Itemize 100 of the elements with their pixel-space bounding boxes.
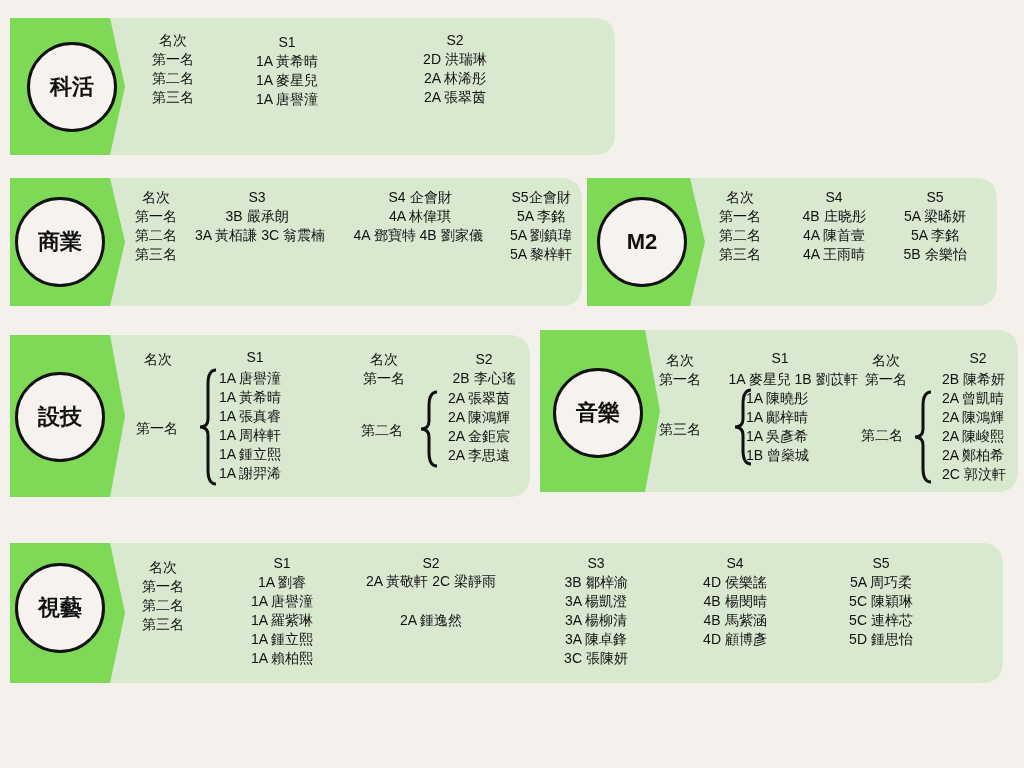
table-cell-text: S5企會財 bbox=[511, 188, 571, 206]
table-cell-text: 1A 黃希晴 bbox=[219, 388, 282, 406]
table-cell-text: S3 bbox=[248, 188, 266, 206]
table-cell-text: 5A 李銘 bbox=[910, 226, 960, 244]
table-cell-text: 4B 馬紫涵 bbox=[703, 611, 767, 629]
table-cell-text: S2 bbox=[475, 350, 493, 368]
table-cell-text: S5 bbox=[926, 188, 944, 206]
table-cell-text: 名次 bbox=[149, 558, 177, 576]
table-cell-text: S2 bbox=[422, 554, 440, 572]
table-cell-text: 5C 陳穎琳 bbox=[849, 592, 913, 610]
table-cell-text: 第二名 bbox=[135, 226, 177, 244]
table-cell-text: 第一名 bbox=[363, 369, 405, 387]
table-cell-text: 2A 鄭柏希 bbox=[942, 446, 1005, 464]
table-cell-text: 5B 余樂怡 bbox=[903, 245, 967, 263]
table-cell-text: 5A 梁晞妍 bbox=[903, 207, 967, 225]
table-cell-text: 5A 劉鎮瑋 bbox=[509, 226, 573, 244]
table-cell-text: 1A 陳曉彤 bbox=[746, 389, 809, 407]
table-cell-text: 第三名 bbox=[719, 245, 761, 263]
table-cell-text: 第一名 bbox=[136, 419, 178, 437]
table-cell-text: 1A 麥星兒 1B 劉苡軒 bbox=[728, 370, 858, 388]
table-cell-text: 2A 金鉅宸 bbox=[448, 427, 511, 445]
table-cell-text: 2C 郭汶軒 bbox=[942, 465, 1006, 483]
table-cell-text: 第二名 bbox=[719, 226, 761, 244]
table-cell-text: 2A 鍾逸然 bbox=[399, 611, 463, 629]
table-cell-text: 4A 王雨晴 bbox=[802, 245, 866, 263]
table-cell-text: 第一名 bbox=[865, 370, 907, 388]
table-cell-text: 2A 李思遠 bbox=[448, 446, 511, 464]
table-cell-text: 第一名 bbox=[152, 50, 194, 68]
table-cell-text: 1A 黃希晴 bbox=[255, 52, 319, 70]
table-cell-text: 3B 嚴承朗 bbox=[225, 207, 289, 225]
table-cell-text: S3 bbox=[587, 554, 605, 572]
table-cell-text: 2A 林浠彤 bbox=[423, 69, 487, 87]
table-cell-text: 5A 李銘 bbox=[516, 207, 566, 225]
table-cell-text: 3A 陳卓鋒 bbox=[564, 630, 628, 648]
table-cell-text: 2A 陳峻熙 bbox=[942, 427, 1005, 445]
table-cell-text: 2A 陳鴻輝 bbox=[448, 408, 511, 426]
table-cell-text: 2A 黃敬軒 2C 梁靜雨 bbox=[366, 572, 496, 590]
table-cell-text: 第一名 bbox=[719, 207, 761, 225]
table-cell-text: 3A 楊柳清 bbox=[564, 611, 628, 629]
table-cell-text: 1A 劉睿 bbox=[257, 573, 307, 591]
table-cell-text: 第二名 bbox=[361, 421, 403, 439]
table-cell-text: 1A 張真睿 bbox=[219, 407, 282, 425]
table-cell-text: S5 bbox=[872, 554, 890, 572]
table-cell-text: 2B 陳希妍 bbox=[942, 370, 1005, 388]
table-cell-text: S2 bbox=[969, 349, 987, 367]
table-cell-text: 4D 顧博彥 bbox=[703, 630, 767, 648]
table-cell-text: 1A 謝羿浠 bbox=[219, 464, 282, 482]
table-cell-text: 1A 周梓軒 bbox=[219, 426, 282, 444]
table-cell-text: 4A 陳首壹 bbox=[802, 226, 866, 244]
table-cell-text: 第一名 bbox=[659, 370, 701, 388]
table-cell-text: 第一名 bbox=[142, 577, 184, 595]
table-cell-text: 1A 吳彥希 bbox=[746, 427, 809, 445]
table-cell-text: 3A 黃栢謙 3C 翁震楠 bbox=[195, 226, 325, 244]
table-cell-text: 1A 鍾立熙 bbox=[219, 445, 282, 463]
table-cell-text: 第二名 bbox=[152, 69, 194, 87]
table-cell-text: 3C 張陳妍 bbox=[564, 649, 628, 667]
table-cell-text: 名次 bbox=[144, 350, 172, 368]
table-cell-text: 名次 bbox=[666, 351, 694, 369]
table-cell-text: 5A 黎梓軒 bbox=[509, 245, 573, 263]
table-cell-text: 名次 bbox=[872, 351, 900, 369]
table-cell-text: 5C 連梓芯 bbox=[849, 611, 913, 629]
table-cell-text: S2 bbox=[446, 31, 464, 49]
table-cell-text: 2A 張翠茵 bbox=[423, 88, 487, 106]
table-cell-text: 名次 bbox=[142, 188, 170, 206]
table-cell-text: 1A 鄺梓晴 bbox=[746, 408, 809, 426]
table-cell-text: 4B 庄晓彤 bbox=[802, 207, 866, 225]
table-cell-text: 1A 麥星兒 bbox=[255, 71, 319, 89]
table-cell-text: S4 bbox=[825, 188, 843, 206]
table-cell-text: 2B 李心瑤 bbox=[452, 369, 516, 387]
table-cell-text: 2A 張翠茵 bbox=[448, 389, 511, 407]
table-cell-text: 1A 賴柏熙 bbox=[250, 649, 314, 667]
table-cell-text: 1A 鍾立熙 bbox=[250, 630, 314, 648]
table-cell-text: 2A 陳鴻輝 bbox=[942, 408, 1005, 426]
table-cell-text: 第一名 bbox=[135, 207, 177, 225]
table-cell-text: S1 bbox=[273, 554, 291, 572]
table-cell-text: 第三名 bbox=[142, 615, 184, 633]
table-cell-text: 名次 bbox=[726, 188, 754, 206]
table-cell-text: S1 bbox=[278, 33, 296, 51]
table-cell-text: S4 企會財 bbox=[388, 188, 452, 206]
table-cell-text: 第三名 bbox=[152, 88, 194, 106]
table-cell-text: S1 bbox=[771, 349, 789, 367]
table-cell-text: 5D 鍾思怡 bbox=[849, 630, 913, 648]
table-cell-text: 4D 侯樂謠 bbox=[703, 573, 767, 591]
table-cell-text: 4B 楊閔晴 bbox=[703, 592, 767, 610]
table-cell-text: 2A 曾凱晴 bbox=[942, 389, 1005, 407]
table-cell-text: 4A 林偉琪 bbox=[388, 207, 452, 225]
table-cell-text: 第二名 bbox=[142, 596, 184, 614]
table-cell-text: 2D 洪瑞琳 bbox=[423, 50, 487, 68]
table-cell-text: 1A 羅紫琳 bbox=[250, 611, 314, 629]
table-cell-text: S1 bbox=[246, 348, 264, 366]
table-cell-text: 1A 唐譽潼 bbox=[219, 369, 282, 387]
table-cell-text: 名次 bbox=[159, 31, 187, 49]
table-cell-text: 5A 周巧柔 bbox=[849, 573, 913, 591]
table-cell-text: 3B 鄒梓渝 bbox=[564, 573, 628, 591]
table-cell-text: S4 bbox=[726, 554, 744, 572]
table-cell-text: 1A 唐譽潼 bbox=[255, 90, 319, 108]
table-cell-text: 名次 bbox=[370, 350, 398, 368]
table-cell-text: 第二名 bbox=[861, 426, 903, 444]
table-cell-text: 1A 唐譽潼 bbox=[250, 592, 314, 610]
table-cell-text: 1B 曾燊城 bbox=[746, 446, 809, 464]
